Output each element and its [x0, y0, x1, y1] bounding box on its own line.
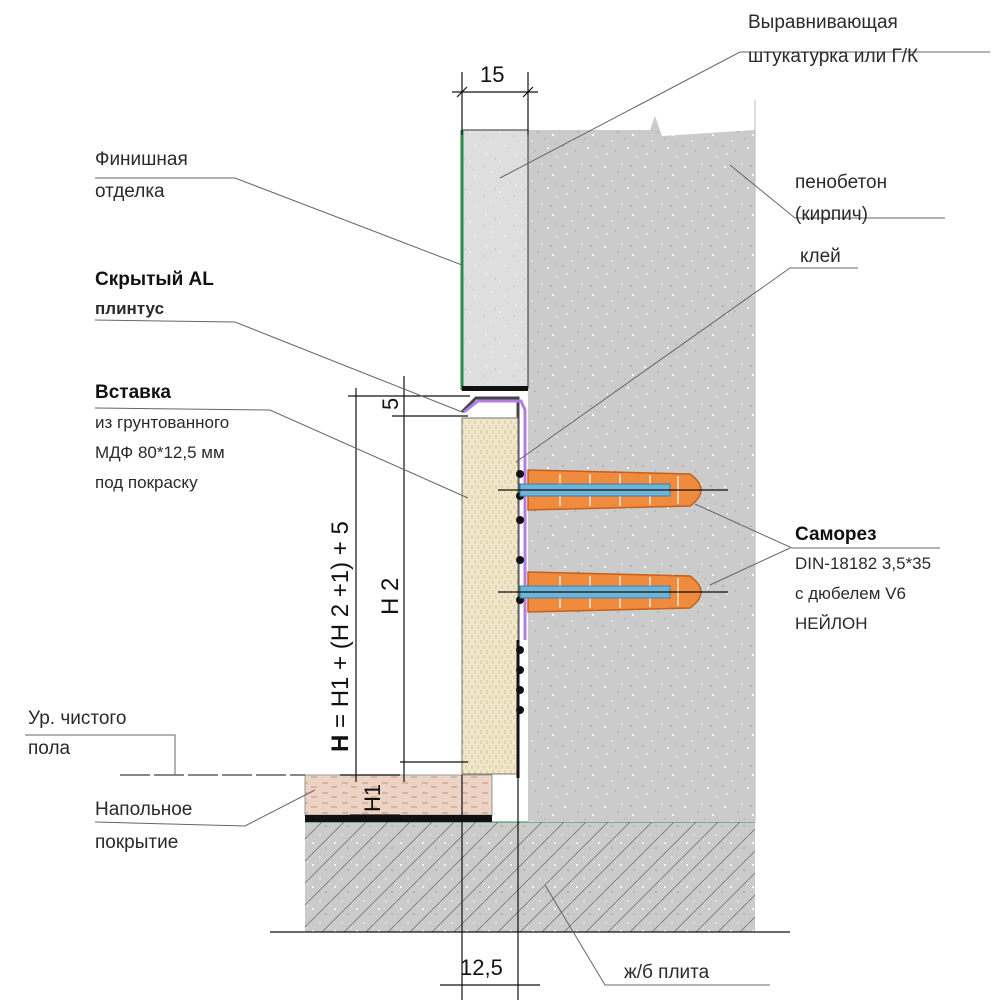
label-foam-concrete-2: (кирпич) [795, 204, 868, 225]
al-plinth-top [462, 386, 528, 391]
label-screw-3: с дюбелем V6 [795, 584, 906, 603]
label-floor-cover-2: покрытие [95, 832, 178, 853]
concrete-slab [305, 822, 755, 932]
label-plinth-2: плинтус [95, 299, 164, 318]
label-glue: клей [800, 246, 841, 267]
dim-text-5: 5 [378, 398, 403, 410]
dowel-screw-1 [498, 469, 728, 511]
dim-text-formula: H = H1 + (H 2 +1) + 5 [327, 521, 354, 752]
mdf-insert [461, 417, 519, 775]
label-plinth: Скрытый AL [95, 269, 214, 290]
label-plaster: Выравнивающая [748, 12, 898, 33]
label-floor-level: Ур. чистого [28, 708, 127, 729]
formula-h: H [327, 735, 354, 752]
dim-text-12-5: 12,5 [460, 955, 503, 980]
floor-covering [304, 774, 493, 816]
dim-text-h2: H 2 [377, 578, 404, 615]
label-finish: Финишная [95, 149, 188, 170]
label-floor-level-2: пола [28, 738, 71, 759]
plaster-layer [461, 129, 529, 389]
dim-top-15 [452, 72, 538, 135]
label-screw-4: НЕЙЛОН [795, 614, 868, 633]
label-insert-3: МДФ 80*12,5 мм [95, 443, 225, 462]
label-screw: Саморез [795, 524, 877, 545]
dim-text-h1: H1 [360, 784, 385, 812]
label-finish-2: отделка [95, 181, 165, 202]
label-plaster-2: штукатурка или Г/К [748, 46, 918, 67]
label-foam-concrete: пенобетон [795, 172, 887, 193]
label-insert-2: из грунтованного [95, 413, 229, 432]
dim-vertical [340, 376, 470, 816]
dowel-screw-2 [498, 571, 728, 613]
foam-concrete-wall [528, 116, 755, 822]
formula-rest: = H1 + (H 2 +1) + 5 [327, 521, 354, 728]
label-insert: Вставка [95, 382, 171, 403]
label-floor-cover: Напольное [95, 799, 192, 820]
label-insert-4: под покраску [95, 473, 198, 492]
label-screw-2: DIN-18182 3,5*35 [795, 554, 931, 573]
floor-underlay [305, 815, 492, 822]
dim-bottom-12-5 [440, 775, 540, 1000]
dim-text-15: 15 [480, 62, 504, 87]
leader-lines [25, 51, 990, 986]
label-slab: ж/б плита [624, 962, 710, 983]
